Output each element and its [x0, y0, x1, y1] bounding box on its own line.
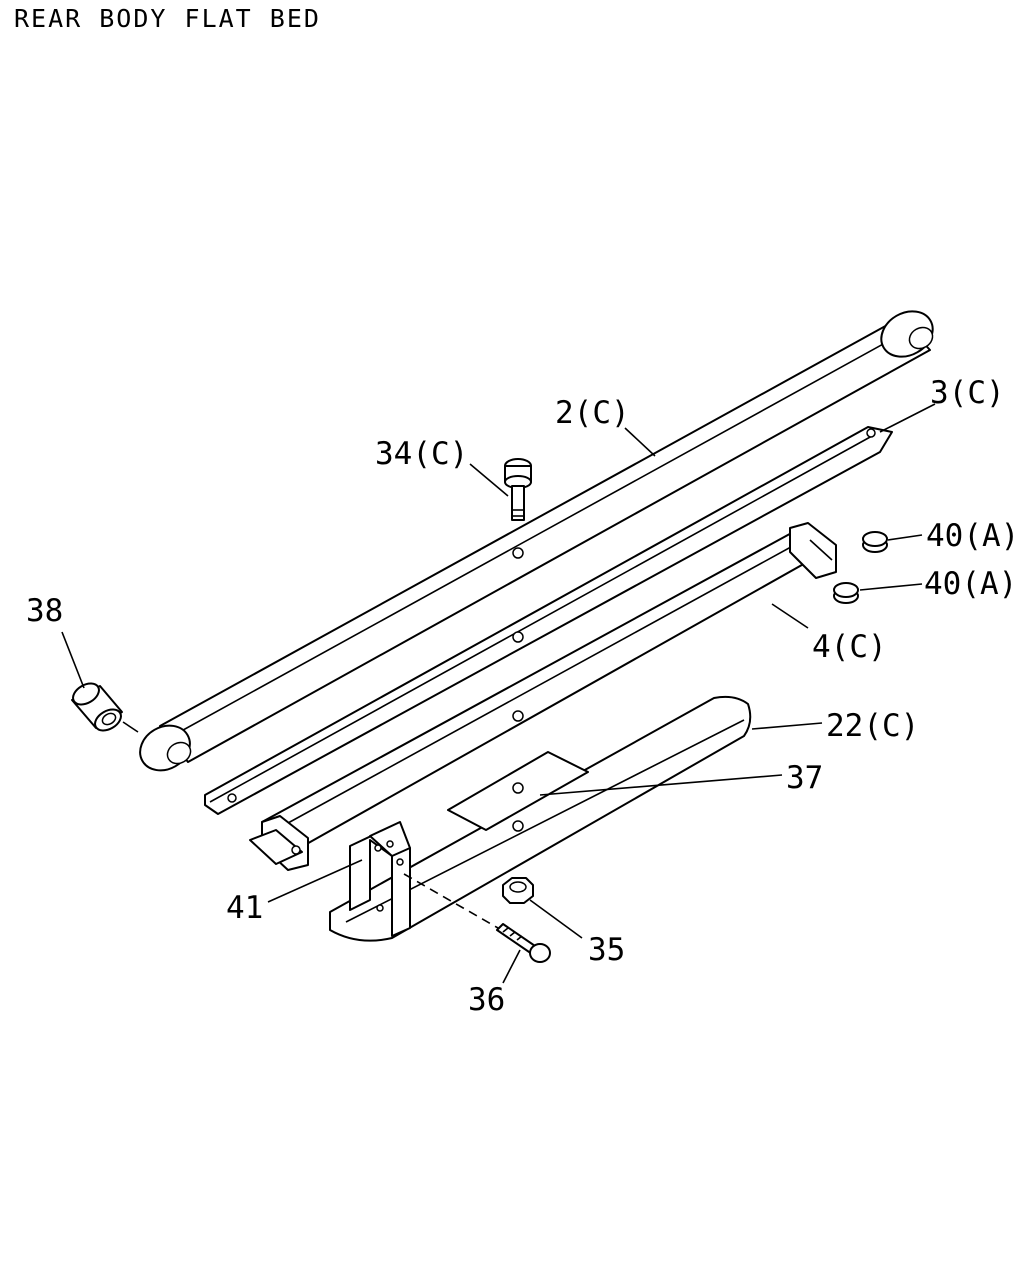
callout-36: 36: [468, 982, 505, 1018]
leader-40b: [859, 583, 923, 591]
spacer-plate-37[interactable]: [447, 751, 589, 831]
u-bracket-41[interactable]: [349, 821, 411, 937]
leader-34: [469, 463, 509, 497]
leader-38: [61, 631, 85, 689]
third-leaf-spring[interactable]: [249, 522, 837, 871]
callout-3: 3(C): [930, 375, 1005, 411]
nut-35[interactable]: [502, 877, 534, 904]
leader-37: [539, 774, 783, 796]
leader-3: [879, 403, 936, 433]
center-bolt-34[interactable]: [504, 458, 532, 521]
leader-22: [751, 722, 823, 730]
callout-37: 37: [786, 760, 823, 796]
second-leaf-spring[interactable]: [204, 426, 893, 815]
leaf-clamp-front: [249, 815, 309, 871]
callout-40a-upper: 40(A): [926, 518, 1019, 554]
leader-4: [771, 603, 809, 629]
leader-36: [502, 949, 521, 984]
callout-41: 41: [226, 890, 263, 926]
callout-22: 22(C): [826, 708, 919, 744]
callout-38: 38: [26, 593, 63, 629]
bushing-38[interactable]: [69, 679, 139, 735]
page-title: REAR BODY FLAT BED: [14, 4, 321, 33]
callout-40a-lower: 40(A): [924, 566, 1017, 602]
leader-40a: [887, 534, 923, 541]
callout-35: 35: [588, 932, 625, 968]
leaf-clamp-rear: [789, 522, 837, 579]
bolt-36[interactable]: [496, 923, 551, 963]
spring-seat-22[interactable]: [329, 695, 752, 942]
callout-34: 34(C): [375, 436, 468, 472]
cap-40-lower[interactable]: [833, 582, 859, 604]
main-leaf-spring[interactable]: [132, 302, 941, 779]
leader-2: [624, 427, 656, 457]
leader-41: [267, 859, 363, 903]
cap-40-upper[interactable]: [862, 531, 888, 553]
leader-35: [529, 899, 583, 939]
assembly-path-line: [403, 873, 499, 929]
callout-2: 2(C): [555, 395, 630, 431]
callout-4: 4(C): [812, 629, 887, 665]
